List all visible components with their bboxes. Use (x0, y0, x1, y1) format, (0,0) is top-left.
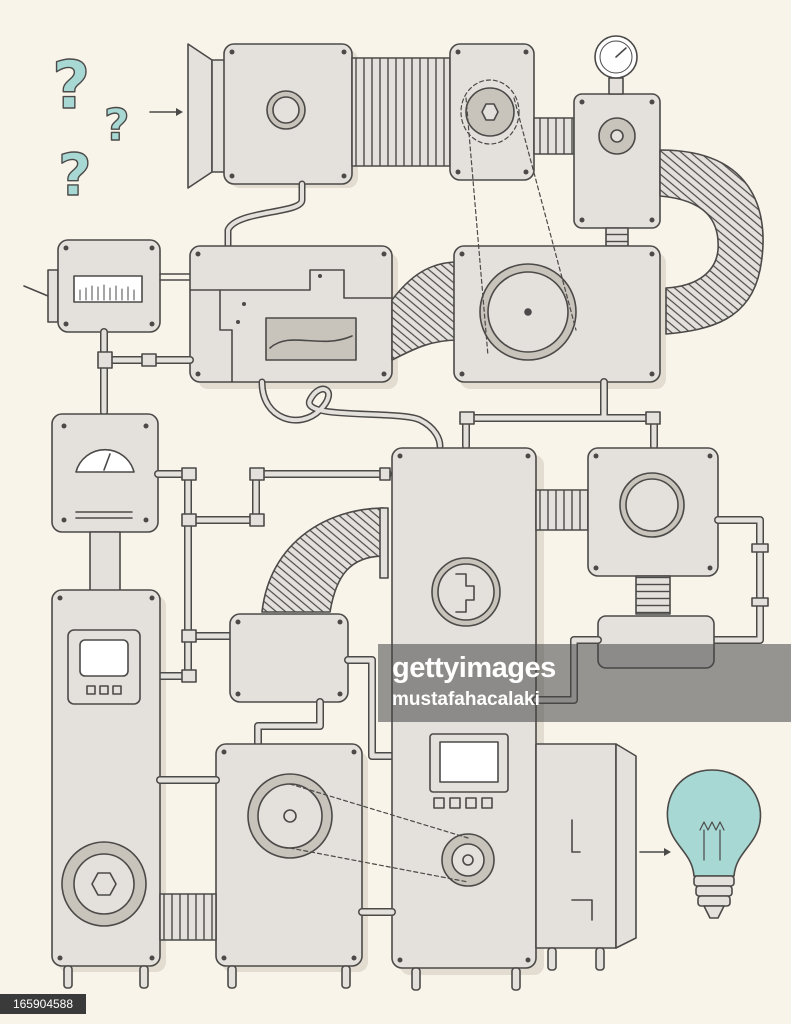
pressure-gauge-icon (594, 35, 638, 79)
svg-text:?: ? (52, 47, 90, 124)
image-id-tag: 165904588 (0, 994, 86, 1014)
arrow-icon (149, 108, 183, 116)
dial-meter-icon (51, 413, 159, 533)
light-bulb-icon (666, 769, 762, 919)
watermark-band (378, 644, 791, 722)
question-mark-icon: ? ? ? (51, 46, 130, 209)
watermark-brand: gettyimages (392, 652, 556, 684)
watermark-credit: mustafahacalaki (392, 689, 540, 710)
svg-text:?: ? (58, 141, 92, 209)
svg-text:?: ? (104, 100, 130, 151)
